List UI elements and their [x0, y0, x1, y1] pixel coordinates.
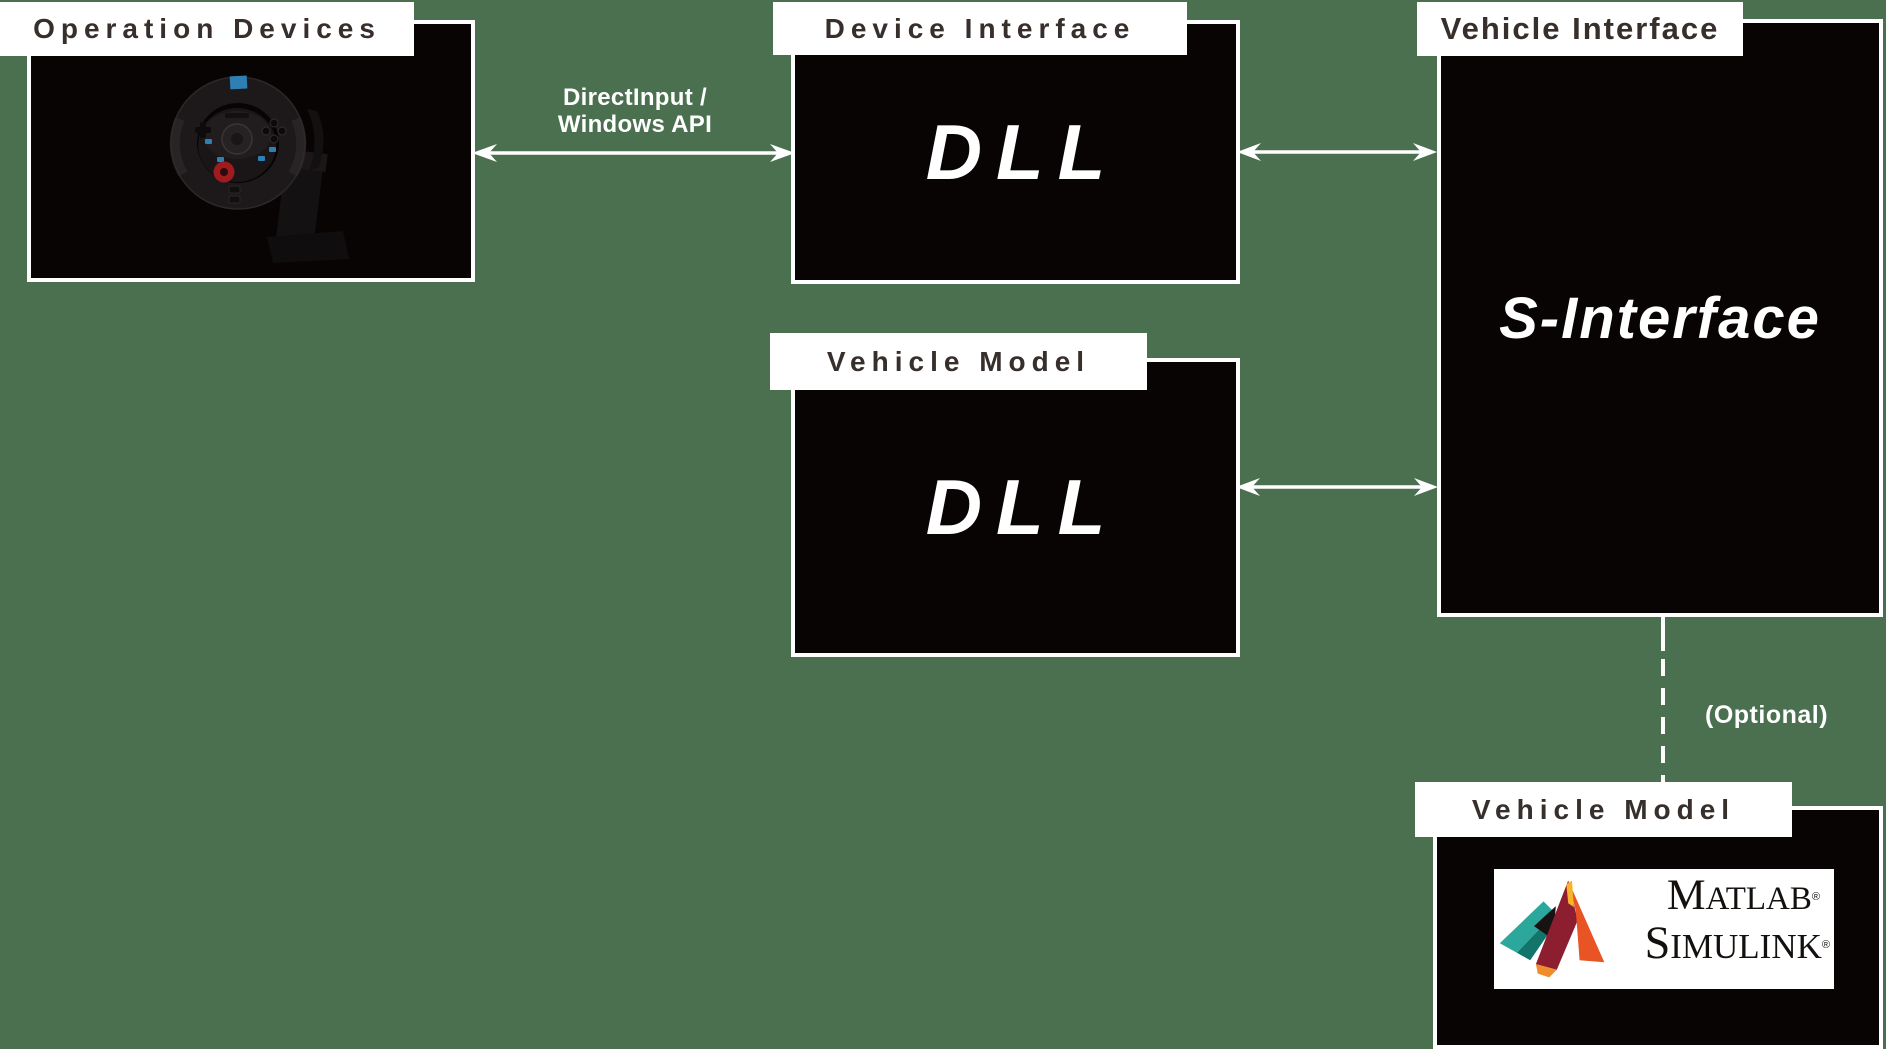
registered-mark: ® — [1821, 939, 1830, 951]
directinput-label-line1: DirectInput / — [563, 84, 707, 111]
directinput-windows-api-label: DirectInput / Windows API — [500, 84, 770, 138]
device-interface-label: Device Interface — [773, 2, 1187, 55]
optional-dashed-connector — [1661, 615, 1665, 787]
registered-mark: ® — [1811, 891, 1820, 903]
vehicle-model-label-bottom: Vehicle Model — [1415, 782, 1792, 837]
vehicle-model-dll-box: DLL — [791, 358, 1240, 657]
arrow-vehicle-model-vehicle-interface — [1236, 478, 1438, 496]
steering-wheel-image — [169, 75, 349, 263]
arrow-devices-device-interface — [472, 144, 795, 162]
vehicle-interface-label: Vehicle Interface — [1417, 2, 1743, 56]
operation-devices-label: Operation Devices — [0, 2, 414, 56]
matlab-simulink-panel: MATLAB® SIMULINK® — [1494, 869, 1834, 989]
device-interface-dll-text: DLL — [925, 107, 1120, 196]
simulink-text: SIMULINK® — [1644, 917, 1830, 968]
s-interface-text: S-Interface — [1499, 285, 1821, 351]
matlab-text: MATLAB® — [1666, 871, 1820, 919]
matlab-simulink-wordmark: MATLAB® SIMULINK® — [1612, 875, 1830, 971]
vehicle-model-label-top: Vehicle Model — [770, 333, 1147, 390]
directinput-label-line2: Windows API — [557, 111, 713, 138]
arrow-device-interface-vehicle-interface — [1237, 143, 1437, 161]
device-interface-box: DLL — [791, 20, 1240, 284]
optional-label: (Optional) — [1705, 701, 1829, 729]
operation-devices-box — [27, 20, 475, 282]
vehicle-model-dll-text: DLL — [925, 463, 1120, 551]
matlab-logo — [1499, 880, 1605, 978]
vehicle-interface-box: S-Interface — [1437, 19, 1883, 617]
